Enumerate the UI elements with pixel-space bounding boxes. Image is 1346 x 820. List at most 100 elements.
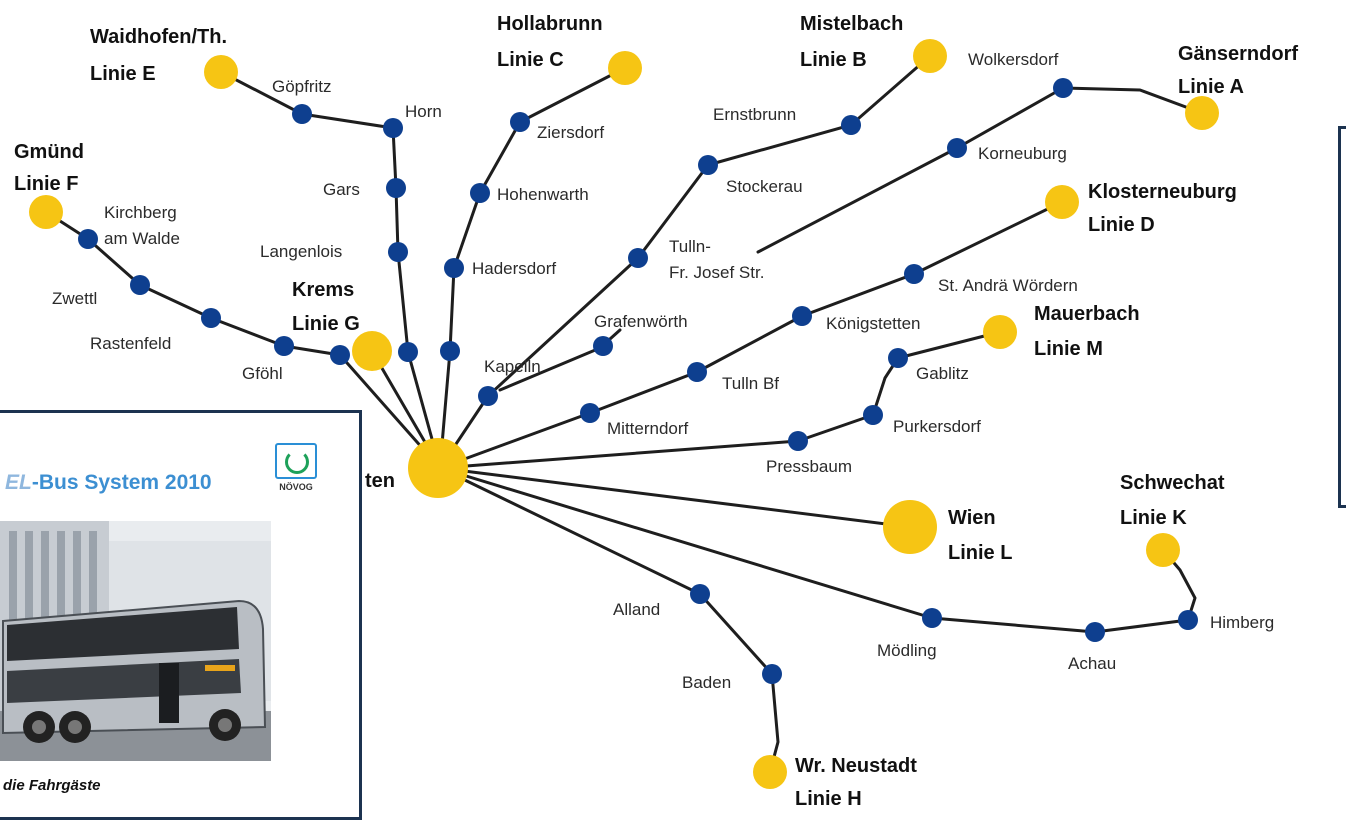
label-mitterndorf: Mitterndorf xyxy=(607,419,689,438)
stop-line-e-junction[interactable] xyxy=(398,342,418,362)
stop-stockerau[interactable] xyxy=(698,155,718,175)
label-wolkersdorf: Wolkersdorf xyxy=(968,50,1059,69)
stop-mitterndorf[interactable] xyxy=(580,403,600,423)
terminus-line-a: Linie A xyxy=(1178,76,1244,98)
right-panel-frame xyxy=(1338,126,1346,508)
hub-circle[interactable] xyxy=(408,438,468,498)
terminus-name-klosterneuburg: Klosterneuburg xyxy=(1088,181,1237,203)
terminus-line-b: Linie B xyxy=(800,49,867,71)
stop-zwettl[interactable] xyxy=(130,275,150,295)
terminus-gmuend[interactable] xyxy=(29,195,63,229)
stop-st-andrae[interactable] xyxy=(904,264,924,284)
stop-alland[interactable] xyxy=(690,584,710,604)
stop-gablitz[interactable] xyxy=(888,348,908,368)
terminus-name-gmuend: Gmünd xyxy=(14,141,84,163)
terminus-line-e: Linie E xyxy=(90,63,156,85)
inset-title: EL-Bus System 2010 xyxy=(5,471,212,495)
label-goepfritz: Göpfritz xyxy=(272,77,332,96)
terminus-schwechat[interactable] xyxy=(1146,533,1180,567)
termini xyxy=(29,39,1219,789)
noevog-logo: NÖVOG xyxy=(275,443,317,493)
label-purkersdorf: Purkersdorf xyxy=(893,417,981,436)
terminus-krems[interactable] xyxy=(352,331,392,371)
terminus-mauerbach[interactable] xyxy=(983,315,1017,349)
label-grafenwoerth: Grafenwörth xyxy=(594,312,688,331)
terminus-line-l: Linie L xyxy=(948,542,1012,564)
terminus-name-hollabrunn: Hollabrunn xyxy=(497,13,603,35)
stop-koenigstetten[interactable] xyxy=(792,306,812,326)
noevog-logo-icon xyxy=(275,443,317,479)
stop-moedling[interactable] xyxy=(922,608,942,628)
stop-ziersdorf[interactable] xyxy=(510,112,530,132)
label-moedling: Mödling xyxy=(877,641,937,660)
stops xyxy=(78,78,1198,684)
label-rastenfeld: Rastenfeld xyxy=(90,334,171,353)
label-tulln-fj-1: Tulln- xyxy=(669,237,711,256)
terminus-hollabrunn[interactable] xyxy=(608,51,642,85)
stop-tulln-bf[interactable] xyxy=(687,362,707,382)
stop-tulln-fj[interactable] xyxy=(628,248,648,268)
label-st-andrae: St. Andrä Wördern xyxy=(938,276,1078,295)
label-zwettl: Zwettl xyxy=(52,289,97,308)
label-gfoehl: Gföhl xyxy=(242,364,283,383)
terminus-klosterneuburg[interactable] xyxy=(1045,185,1079,219)
stop-kirchberg[interactable] xyxy=(78,229,98,249)
stop-kapelln[interactable] xyxy=(478,386,498,406)
route-line-b xyxy=(438,54,932,470)
hub-label: ten xyxy=(365,470,395,492)
stop-wolkersdorf[interactable] xyxy=(1053,78,1073,98)
stop-achau[interactable] xyxy=(1085,622,1105,642)
label-gablitz: Gablitz xyxy=(916,364,969,383)
label-baden: Baden xyxy=(682,673,731,692)
label-horn: Horn xyxy=(405,102,442,121)
terminus-name-gaenserndorf: Gänserndorf xyxy=(1178,43,1298,65)
stop-krems-junction[interactable] xyxy=(330,345,350,365)
stop-hadersdorf[interactable] xyxy=(444,258,464,278)
label-hohenwarth: Hohenwarth xyxy=(497,185,589,204)
terminus-wien[interactable] xyxy=(883,500,937,554)
stop-grafenwoerth[interactable] xyxy=(593,336,613,356)
stop-purkersdorf[interactable] xyxy=(863,405,883,425)
route-line-k xyxy=(438,466,1197,634)
stop-goepfritz[interactable] xyxy=(292,104,312,124)
stop-line-c-junction[interactable] xyxy=(440,341,460,361)
terminus-labels: Waidhofen/Th. Linie E Gmünd Linie F Krem… xyxy=(14,13,1298,810)
terminus-line-h: Linie H xyxy=(795,788,862,810)
stop-hohenwarth[interactable] xyxy=(470,183,490,203)
terminus-name-wien: Wien xyxy=(948,507,996,529)
route-line-d xyxy=(438,200,1064,470)
stop-ernstbrunn[interactable] xyxy=(841,115,861,135)
stop-himberg[interactable] xyxy=(1178,610,1198,630)
bus-system-inset: EL-Bus System 2010 NÖVOG die Fahrgäste xyxy=(0,410,362,820)
double-decker-bus-photo xyxy=(0,521,271,761)
inset-title-fragment: EL xyxy=(5,471,32,494)
stop-korneuburg[interactable] xyxy=(947,138,967,158)
terminus-line-k: Linie K xyxy=(1120,507,1187,529)
label-ziersdorf: Ziersdorf xyxy=(537,123,604,142)
terminus-line-g: Linie G xyxy=(292,313,360,335)
stop-pressbaum[interactable] xyxy=(788,431,808,451)
inset-title-text: -Bus System 2010 xyxy=(31,471,212,494)
label-korneuburg: Korneuburg xyxy=(978,144,1067,163)
stop-labels: Göpfritz Horn Gars Langenlois Kirchberg … xyxy=(52,50,1274,692)
terminus-waidhofen[interactable] xyxy=(204,55,238,89)
label-kapelln: Kapelln xyxy=(484,357,541,376)
stop-baden[interactable] xyxy=(762,664,782,684)
stop-gfoehl[interactable] xyxy=(274,336,294,356)
stop-rastenfeld[interactable] xyxy=(201,308,221,328)
terminus-name-schwechat: Schwechat xyxy=(1120,472,1225,494)
stop-horn[interactable] xyxy=(383,118,403,138)
terminus-mistelbach[interactable] xyxy=(913,39,947,73)
terminus-gaenserndorf[interactable] xyxy=(1185,96,1219,130)
inset-caption: die Fahrgäste xyxy=(3,777,101,794)
route-line-l xyxy=(438,466,912,529)
terminus-line-c: Linie C xyxy=(497,49,564,71)
label-tulln-fj-2: Fr. Josef Str. xyxy=(669,263,764,282)
stop-langenlois[interactable] xyxy=(388,242,408,262)
terminus-line-f: Linie F xyxy=(14,173,78,195)
stop-gars[interactable] xyxy=(386,178,406,198)
terminus-name-krems: Krems xyxy=(292,279,354,301)
terminus-line-m: Linie M xyxy=(1034,338,1103,360)
terminus-wr-neustadt[interactable] xyxy=(753,755,787,789)
